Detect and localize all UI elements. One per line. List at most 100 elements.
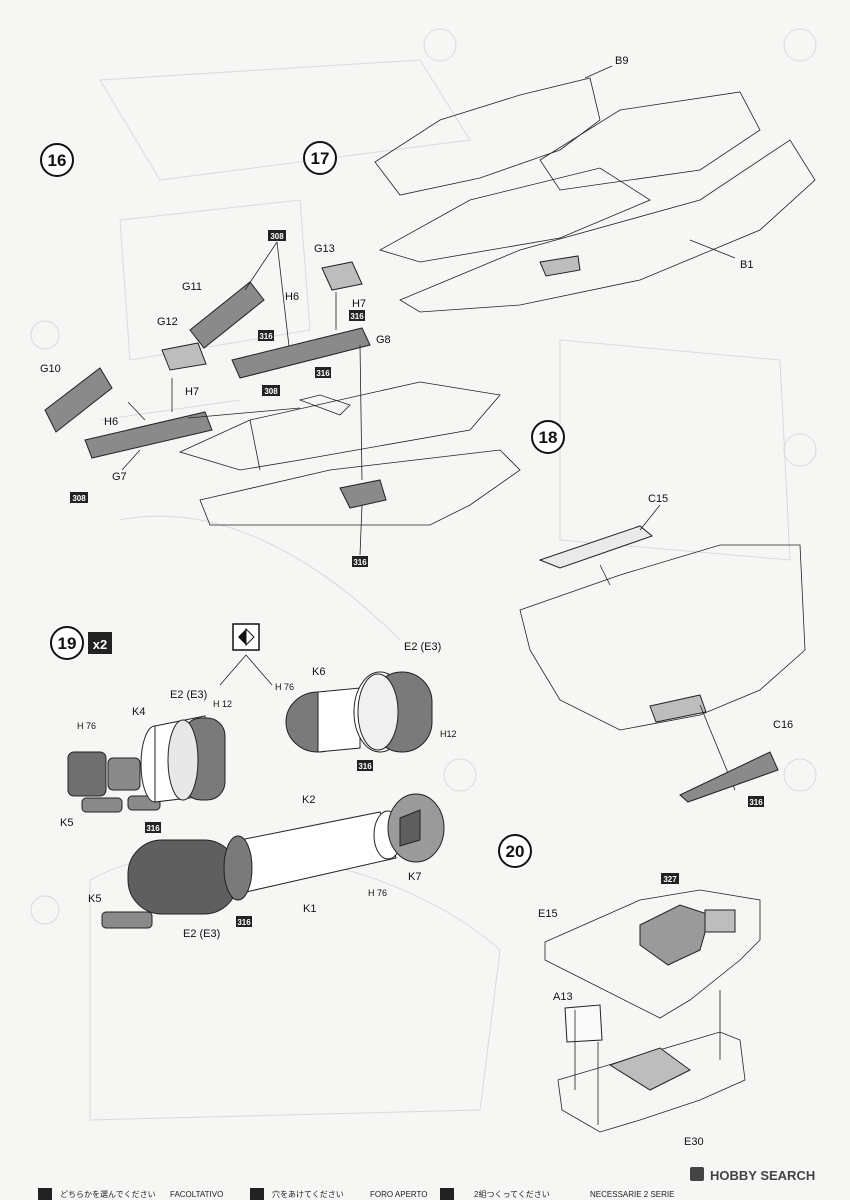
label-h6-a: H6 <box>104 416 118 428</box>
svg-text:316: 316 <box>749 798 763 807</box>
part-c15 <box>538 525 653 569</box>
step-18-badge <box>531 420 565 454</box>
label-c15: C15 <box>648 493 668 505</box>
paint-tag-316-c: 316 <box>315 367 331 378</box>
part-a13 <box>564 1004 603 1043</box>
paint-tag-327: 327 <box>661 873 679 884</box>
step-19-badge <box>50 626 84 660</box>
part-g11 <box>189 281 265 349</box>
svg-text:308: 308 <box>264 387 278 396</box>
step-16-badge <box>40 143 74 177</box>
hobby-search-logo-icon <box>690 1167 704 1181</box>
nozzle-k4-assembly <box>67 715 226 813</box>
label-h7-a: H7 <box>185 386 199 398</box>
legend-option-icon <box>38 1188 52 1200</box>
label-k7: K7 <box>408 871 421 883</box>
part-g13 <box>321 261 363 291</box>
label-c16: C16 <box>773 719 793 731</box>
nozzle-k6-assembly <box>285 671 433 753</box>
step-20-badge <box>498 834 532 868</box>
step-16: 16 G10 G7 H6 H7 G12 G11 308 308 <box>40 143 291 503</box>
label-g11: G11 <box>182 281 202 293</box>
label-e15: E15 <box>538 908 558 920</box>
svg-text:327: 327 <box>663 875 677 884</box>
part-g7 <box>84 411 213 459</box>
svg-text:316: 316 <box>237 918 251 927</box>
label-k2: K2 <box>302 794 315 806</box>
svg-text:316: 316 <box>146 824 160 833</box>
option-choice-icon <box>219 623 273 686</box>
paint-h12-a: H 12 <box>213 699 232 709</box>
paint-h12-b: H12 <box>440 729 457 739</box>
part-g12 <box>161 342 207 371</box>
step-18-number: 18 <box>539 428 558 447</box>
legend-optional-it: FACOLTATIVO <box>170 1190 223 1199</box>
label-h7-b: H7 <box>352 298 366 310</box>
fuselage-upper-view <box>519 544 806 731</box>
label-e2-c: E2 (E3) <box>183 928 220 940</box>
step-19-multiplier: x2 <box>93 637 107 652</box>
paint-h76-b: H 76 <box>275 682 294 692</box>
svg-text:316: 316 <box>259 332 273 341</box>
part-c16 <box>679 751 779 803</box>
part-g8 <box>231 327 371 379</box>
paint-tag-316-e: 316 <box>748 796 764 807</box>
label-g10: G10 <box>40 363 61 375</box>
label-e2-b: E2 (E3) <box>404 641 441 653</box>
label-k1: K1 <box>303 903 316 915</box>
step-17-badge <box>303 141 337 175</box>
twin-tail-booms <box>374 65 816 313</box>
ghost-backdrop <box>30 28 817 1121</box>
paint-h76-c: H 76 <box>368 888 387 898</box>
label-k4: K4 <box>132 706 145 718</box>
label-b1: B1 <box>740 259 753 271</box>
label-h6-b: H6 <box>285 291 299 303</box>
part-e30 <box>557 1031 746 1133</box>
legend-drill-jp: 穴をあけてください <box>272 1189 344 1199</box>
label-g12: G12 <box>157 316 178 328</box>
paint-h76-a: H 76 <box>77 721 96 731</box>
hobby-search-watermark: HOBBY SEARCH <box>690 1167 815 1183</box>
legend-twice-jp: 2組つくってください <box>474 1189 550 1199</box>
svg-text:316: 316 <box>316 369 330 378</box>
step-19-number: 19 <box>58 634 77 653</box>
step-17: 17 G13 H6 H7 G8 316 316 308 316 <box>178 141 521 567</box>
svg-text:316: 316 <box>353 558 367 567</box>
fuselage-side-view <box>178 344 521 526</box>
legend-drill-icon <box>250 1188 264 1200</box>
paint-tag-316-a: 316 <box>349 310 365 321</box>
legend-twice-it: NECESSARIE 2 SERIE <box>590 1190 674 1199</box>
paint-tag-308-b: 308 <box>70 492 88 503</box>
paint-tag-316-h: 316 <box>236 916 252 927</box>
label-k6: K6 <box>312 666 325 678</box>
step-18: 18 C15 C16 316 <box>519 420 806 807</box>
legend-drill-it: FORO APERTO <box>370 1190 428 1199</box>
label-g7: G7 <box>112 471 127 483</box>
legend-twice-icon <box>440 1188 454 1200</box>
symbol-legend: どちらかを選んでください FACOLTATIVO 穴をあけてください FORO … <box>38 1188 674 1200</box>
watermark-text: HOBBY SEARCH <box>710 1168 815 1183</box>
svg-text:316: 316 <box>350 312 364 321</box>
paint-tag-316-d: 316 <box>352 556 368 567</box>
step-19: 19 x2 K4 H 76 K5 E2 (E3) H 12 316 <box>50 623 457 940</box>
part-e15 <box>544 889 761 1019</box>
svg-text:308: 308 <box>270 232 284 241</box>
part-g10 <box>44 367 113 433</box>
label-a13: A13 <box>553 991 573 1003</box>
step-19-multiplier-badge <box>88 632 112 654</box>
paint-tag-316-b: 316 <box>258 330 274 341</box>
label-b9: B9 <box>615 55 628 67</box>
step-20: 20 327 E15 A13 E30 <box>498 834 761 1148</box>
step-17-number: 17 <box>311 149 330 168</box>
legend-optional-jp: どちらかを選んでください <box>60 1189 156 1199</box>
svg-text:308: 308 <box>72 494 86 503</box>
label-e30: E30 <box>684 1136 704 1148</box>
paint-tag-308-a: 308 <box>268 230 286 241</box>
label-g13: G13 <box>314 243 335 255</box>
label-k5-a: K5 <box>60 817 73 829</box>
svg-text:316: 316 <box>358 762 372 771</box>
step-20-number: 20 <box>506 842 525 861</box>
label-e2-a: E2 (E3) <box>170 689 207 701</box>
label-g8: G8 <box>376 334 391 346</box>
